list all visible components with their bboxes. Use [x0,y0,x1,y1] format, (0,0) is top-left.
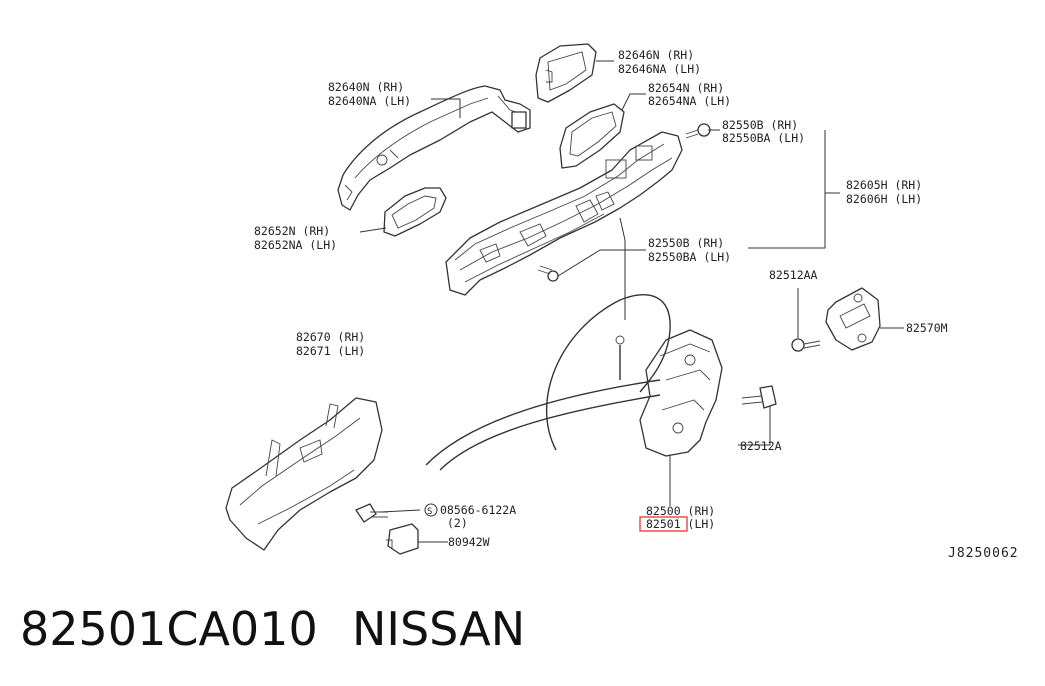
label-line: 82605H (RH) [846,178,922,192]
inside-handle-part [225,397,383,551]
label-line: 82550BA (LH) [722,131,805,145]
label-line: 82570M [906,321,948,335]
label-line: 82646N (RH) [618,48,694,62]
label-line: 82550BA (LH) [648,250,731,264]
label-line: 82654N (RH) [648,81,724,95]
door-lock-part [639,329,723,457]
screw-top-part [685,123,711,139]
label-inside-handle: 82670 (RH) 82671 (LH) [296,330,365,358]
label-line: 82550B (RH) [722,118,798,132]
highlighted-label-line: 82501 (LH) [646,517,715,531]
label-striker-screw: 82512A [740,439,782,453]
footer-brand: NISSAN [352,602,525,656]
label-lock: 82500 (RH) 82501 (LH) [639,504,715,532]
label-screw-top: 82550B (RH) 82550BA (LH) [722,118,805,145]
label-screw-mid: 82550B (RH) 82550BA (LH) [648,236,731,264]
striker-screw-top-part [791,338,821,352]
label-line: 82500 (RH) [646,504,715,518]
label-bolt: S 08566-6122A (2) [424,503,516,530]
screw-mid-part [537,265,559,282]
label-line: 82652NA (LH) [254,238,337,252]
label-line: 80942W [448,535,490,549]
escutcheon-part [535,43,597,103]
label-line: 82640N (RH) [328,80,404,94]
label-line: 82550B (RH) [648,236,724,250]
highlight-box [639,516,688,532]
footer-part-number: 82501CA010 [20,602,318,656]
label-line: 82512AA [769,268,818,282]
label-handle: 82640N (RH) 82640NA (LH) [328,80,411,108]
label-striker: 82570M [906,321,948,335]
striker-screw-part [741,385,777,409]
small-gasket-part [383,187,447,237]
label-line: 82654NA (LH) [648,94,731,108]
label-gasket-small: 82652N (RH) 82652NA (LH) [254,224,337,252]
label-line: 82512A [740,439,782,453]
gasket-part [559,103,625,169]
striker-bracket-part [825,287,881,351]
label-gasket: 82654N (RH) 82654NA (LH) [648,81,731,108]
label-clip: 80942W [448,535,490,549]
clip-part [386,523,419,555]
s-symbol [424,503,438,517]
label-line: 82640NA (LH) [328,94,411,108]
label-line: 82670 (RH) [296,330,365,344]
lock-cables [425,294,671,471]
label-striker-screw-top: 82512AA [769,268,818,282]
leader-lines [359,60,904,543]
bolt-part [355,503,388,523]
handle-bracket-frame-part [445,131,683,296]
label-line: (2) [447,516,468,530]
diagram-code: J8250062 [948,546,1019,561]
label-line: 82606H (LH) [846,192,922,206]
label-line: 82671 (LH) [296,344,365,358]
label-line: 08566-6122A [440,503,516,517]
outside-door-handle-part [337,85,531,211]
label-line: 82646NA (LH) [618,62,701,76]
label-escutcheon: 82646N (RH) 82646NA (LH) [618,48,701,76]
s-symbol-letter: S [427,507,432,517]
label-line: 82652N (RH) [254,224,330,238]
label-bracket-group: 82605H (RH) 82606H (LH) [846,178,922,206]
